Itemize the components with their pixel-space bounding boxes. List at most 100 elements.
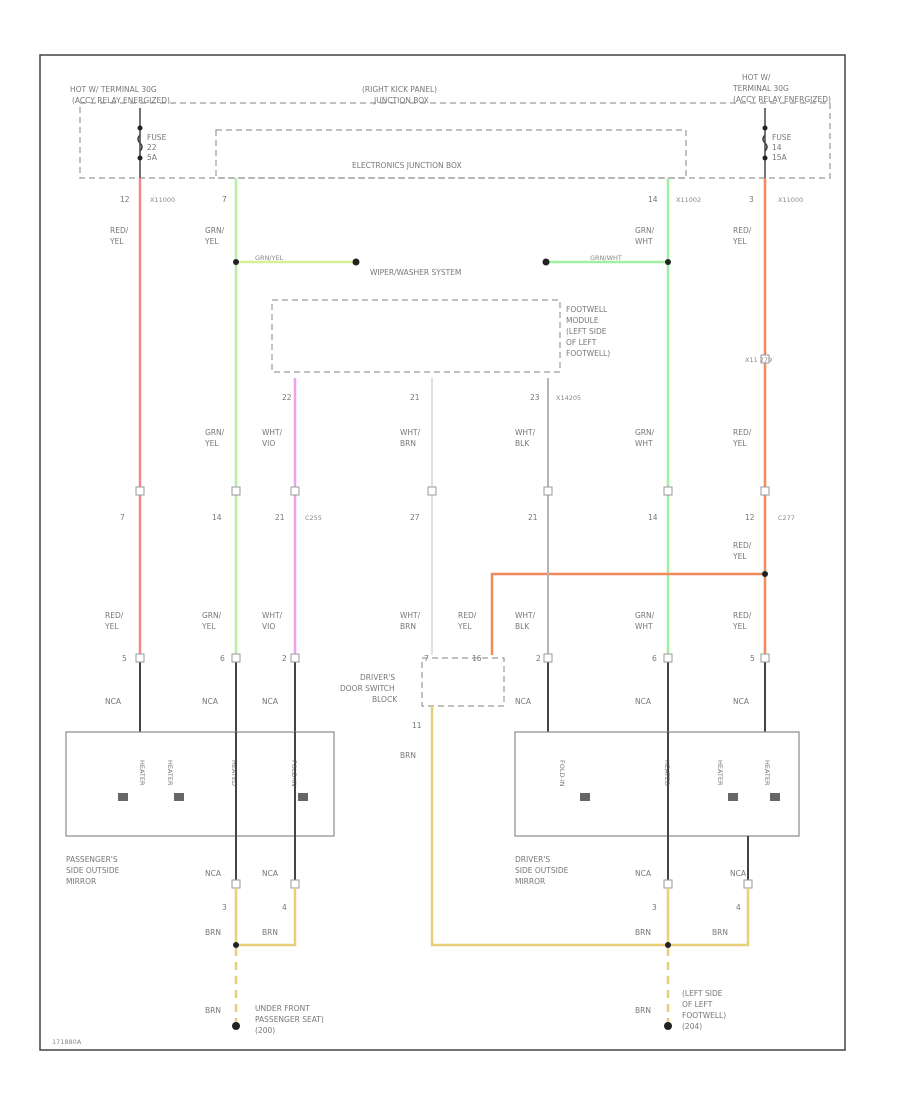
center-title: (RIGHT KICK PANEL): [362, 85, 437, 94]
connector-x11002: X11002: [676, 196, 701, 204]
wiper-right-wire-label: GRN/WHT: [590, 254, 622, 262]
svg-text:HEATER: HEATER: [138, 760, 146, 786]
svg-text:YEL: YEL: [109, 237, 124, 246]
footwell-label-4: OF LEFT: [566, 338, 597, 347]
ground-right-terminal: [664, 1022, 672, 1030]
svg-text:YEL: YEL: [732, 622, 747, 631]
inline-pin-21b: 21: [528, 513, 538, 522]
splice-wiper-right: [665, 259, 671, 265]
svg-text:GRN/: GRN/: [635, 226, 655, 235]
svg-text:HEATER: HEATER: [166, 760, 174, 786]
passenger-mirror-label-1: PASSENGER'S: [66, 855, 118, 864]
svg-text:VIO: VIO: [262, 622, 275, 631]
svg-text:BLK: BLK: [515, 622, 530, 631]
right-hot-relay-label: (ACCY RELAY ENERGIZED): [733, 95, 831, 104]
left-hot-relay-label: (ACCY RELAY ENERGIZED): [72, 96, 170, 105]
ground-right-pin-4: 4: [736, 903, 741, 912]
svg-text:BRN: BRN: [400, 439, 416, 448]
footwell-label-3: (LEFT SIDE: [566, 327, 607, 336]
lower-pin-2b: 2: [536, 654, 541, 663]
ground-right-label-4: (204): [682, 1022, 702, 1031]
svg-text:VIO: VIO: [262, 439, 275, 448]
left-fuse-amp: 5A: [147, 153, 158, 162]
inline-pin-12: 12: [745, 513, 755, 522]
svg-text:RED/: RED/: [733, 541, 752, 550]
lower-pin-5b: 5: [750, 654, 755, 663]
door-switch-label-1: DRIVER'S: [360, 673, 395, 682]
wiper-system-label: WIPER/WASHER SYSTEM: [370, 268, 461, 277]
pin-7-top: 7: [222, 195, 227, 204]
brn-left-1: BRN: [205, 928, 221, 937]
passenger-side-outside-mirror: [65, 731, 335, 837]
svg-text:WHT: WHT: [635, 622, 653, 631]
ground-right-label-3: FOOTWELL): [682, 1011, 726, 1020]
brn-ground-left: BRN: [205, 1006, 221, 1015]
svg-text:YEL: YEL: [732, 237, 747, 246]
svg-text:NCA: NCA: [635, 697, 652, 706]
svg-text:WHT/: WHT/: [515, 611, 536, 620]
svg-text:GRN/: GRN/: [202, 611, 222, 620]
footwell-label-2: MODULE: [566, 316, 599, 325]
svg-text:HEATER: HEATER: [763, 760, 771, 786]
right-kick-panel-junction-box: [79, 102, 831, 179]
svg-text:YEL: YEL: [204, 237, 219, 246]
svg-text:NCA: NCA: [105, 697, 122, 706]
right-fuse-amp: 15A: [772, 153, 788, 162]
center-subtitle: JUNCTION BOX: [373, 96, 429, 105]
svg-text:WHT/: WHT/: [262, 428, 283, 437]
svg-text:WHT/: WHT/: [400, 611, 421, 620]
lower-pin-6b: 6: [652, 654, 657, 663]
svg-text:RED/: RED/: [733, 226, 752, 235]
svg-text:BRN: BRN: [400, 751, 416, 760]
left-fuse-number: 22: [147, 143, 157, 152]
wire-brn-left-loop: [234, 888, 297, 947]
footwell-pin-22: 22: [282, 393, 292, 402]
svg-text:YEL: YEL: [204, 439, 219, 448]
ground-left-label-3: (200): [255, 1026, 275, 1035]
ground-left-terminal: [232, 1022, 240, 1030]
driver-door-switch-block: [421, 657, 505, 707]
splice-brn-right: [665, 942, 671, 948]
inline-c277: C277: [778, 514, 795, 522]
wire-brn-right-loop: [666, 888, 750, 947]
left-fuse-terminal: [137, 125, 143, 131]
brn-left-2: BRN: [262, 928, 278, 937]
splice-wiper-left: [233, 259, 239, 265]
svg-text:YEL: YEL: [457, 622, 472, 631]
svg-text:RED/: RED/: [733, 611, 752, 620]
wire-color-labels: RED/YEL GRN/YEL GRN/WHT RED/YEL GRN/YEL …: [104, 226, 752, 760]
splice-brn-left: [233, 942, 239, 948]
pin-12: 12: [120, 195, 130, 204]
inline-pin-14b: 14: [648, 513, 658, 522]
footwell-pin-23: 23: [530, 393, 540, 402]
passenger-mirror-label-2: SIDE OUTSIDE: [66, 866, 120, 875]
svg-text:HEATER: HEATER: [716, 760, 724, 786]
passenger-mirror-label-3: MIRROR: [66, 877, 96, 886]
footwell-connector-x14205: X14205: [556, 394, 581, 402]
svg-text:FOLD-IN: FOLD-IN: [558, 760, 566, 787]
svg-text:BLK: BLK: [515, 439, 530, 448]
ground-right-label-2: OF LEFT: [682, 1000, 713, 1009]
footwell-pin-21: 21: [410, 393, 420, 402]
svg-text:WHT/: WHT/: [400, 428, 421, 437]
svg-text:WHT/: WHT/: [515, 428, 536, 437]
svg-text:GRN/: GRN/: [635, 611, 655, 620]
driver-mirror-label-1: DRIVER'S: [515, 855, 550, 864]
door-switch-label-3: BLOCK: [372, 695, 398, 704]
ground-left-pin-4: 4: [282, 903, 287, 912]
connector-x11000-left: X11000: [150, 196, 175, 204]
nca-bottom-4: NCA: [730, 869, 747, 878]
svg-text:GRN/: GRN/: [205, 428, 225, 437]
wire-brn-door-switch: [430, 706, 668, 947]
ground-left-label-1: UNDER FRONT: [255, 1004, 310, 1013]
svg-text:RED/: RED/: [110, 226, 129, 235]
svg-text:GRN/: GRN/: [205, 226, 225, 235]
svg-text:YEL: YEL: [732, 439, 747, 448]
right-hot-label-1: HOT W/: [742, 73, 771, 82]
svg-text:GRN/: GRN/: [635, 428, 655, 437]
right-hot-label-2: TERMINAL 30G: [732, 84, 789, 93]
pin-14-top: 14: [648, 195, 658, 204]
ground-left-label-2: PASSENGER SEAT): [255, 1015, 324, 1024]
brn-right-2: BRN: [712, 928, 728, 937]
